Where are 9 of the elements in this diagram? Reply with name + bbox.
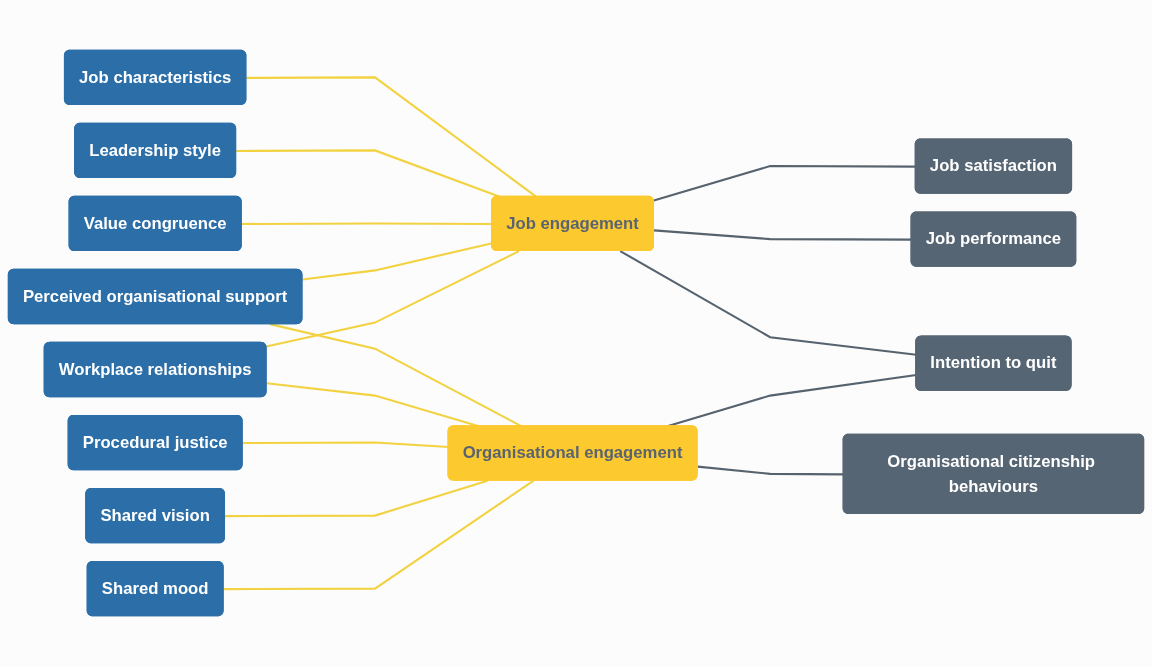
- connector: [653, 229, 912, 241]
- connector: [223, 479, 535, 591]
- connector: [236, 149, 501, 198]
- connector: [246, 76, 537, 198]
- connector: [242, 441, 449, 448]
- connector: [266, 250, 520, 348]
- connector: [697, 465, 844, 476]
- connector: [653, 165, 916, 202]
- connector: [225, 479, 488, 518]
